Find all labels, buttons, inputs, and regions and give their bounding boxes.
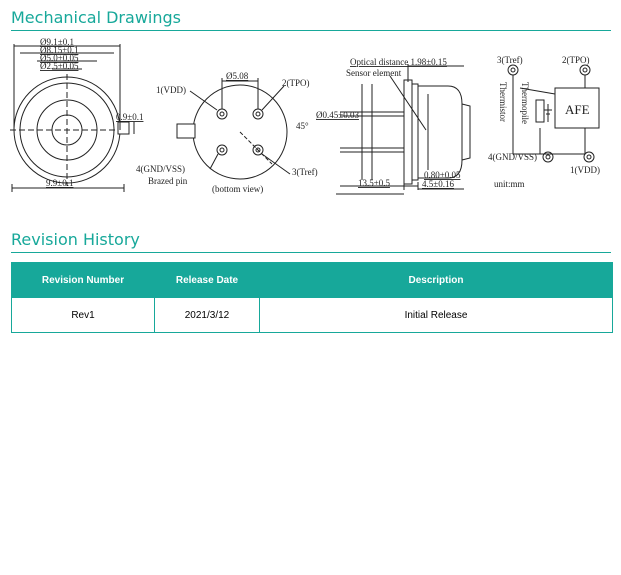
dim-pin-circle: Ø5.08 — [226, 71, 249, 81]
header-revision-number: Revision Number — [11, 262, 155, 298]
dim-window: Ø5.0±0.05 — [40, 53, 79, 63]
table-row: Rev1 2021/3/12 Initial Release — [11, 297, 613, 333]
schematic — [507, 64, 600, 163]
cell-description: Initial Release — [259, 297, 613, 333]
dim-flange: 0.80±0.05 — [424, 170, 461, 180]
dim-sensor: Ø2.5±0.05 — [40, 61, 79, 71]
thermopile-label: Thermopile — [520, 82, 530, 124]
revision-table: Revision Number Release Date Description… — [11, 262, 613, 333]
bottom-view-caption: (bottom view) — [212, 184, 263, 194]
cell-release-date: 2021/3/12 — [154, 297, 260, 333]
revision-history-title: Revision History — [11, 230, 140, 249]
pin-diameter-label: Ø0.45±0.03 — [316, 110, 359, 120]
schematic-vdd-label: 1(VDD) — [570, 165, 600, 175]
revision-header-row: Revision Number Release Date Description — [11, 262, 613, 298]
thermistor-label: Thermistor — [498, 82, 508, 122]
pin-vdd-label: 1(VDD) — [156, 85, 186, 95]
dim-outer: Ø9.1±0.1 — [40, 37, 74, 47]
dim-cap: Ø8.15±0.1 — [40, 45, 78, 55]
schematic-tref-label: 3(Tref) — [497, 55, 523, 65]
afe-label: AFE — [565, 102, 590, 117]
sensor-element-label: Sensor element — [346, 68, 402, 78]
front-view — [10, 44, 135, 192]
mechanical-drawing: Ø9.1±0.1 Ø8.15±0.1 Ø5.0±0.05 Ø2.5±0.05 0… — [0, 34, 621, 204]
pin-tpo-label: 2(TPO) — [282, 78, 310, 88]
header-description: Description — [259, 262, 613, 298]
side-view — [336, 64, 471, 195]
dim-body: 4.5±0.16 — [422, 179, 454, 189]
schematic-tpo-label: 2(TPO) — [562, 55, 590, 65]
revision-history-rule — [11, 252, 611, 253]
optical-distance-label: Optical distance 1.98±0.15 — [350, 57, 447, 67]
pin-gnd-label: 4(GND/VSS) — [136, 164, 185, 174]
bottom-view — [176, 78, 291, 180]
mechanical-drawings-title: Mechanical Drawings — [11, 8, 181, 27]
schematic-gnd-label: 4(GND/VSS) — [488, 152, 537, 162]
unit-label: unit:mm — [494, 179, 525, 189]
pin-tref-label: 3(Tref) — [292, 167, 318, 177]
cell-revision-number: Rev1 — [11, 297, 155, 333]
dim-tab: 0.9±0.1 — [116, 112, 143, 122]
header-release-date: Release Date — [154, 262, 260, 298]
dim-width: 9.9±0.1 — [46, 178, 73, 188]
brazed-pin-label: Brazed pin — [148, 176, 188, 186]
dim-pin-length: 13.5±0.5 — [358, 178, 390, 188]
mechanical-drawings-rule — [11, 30, 611, 31]
angle-label: 45° — [296, 121, 309, 131]
